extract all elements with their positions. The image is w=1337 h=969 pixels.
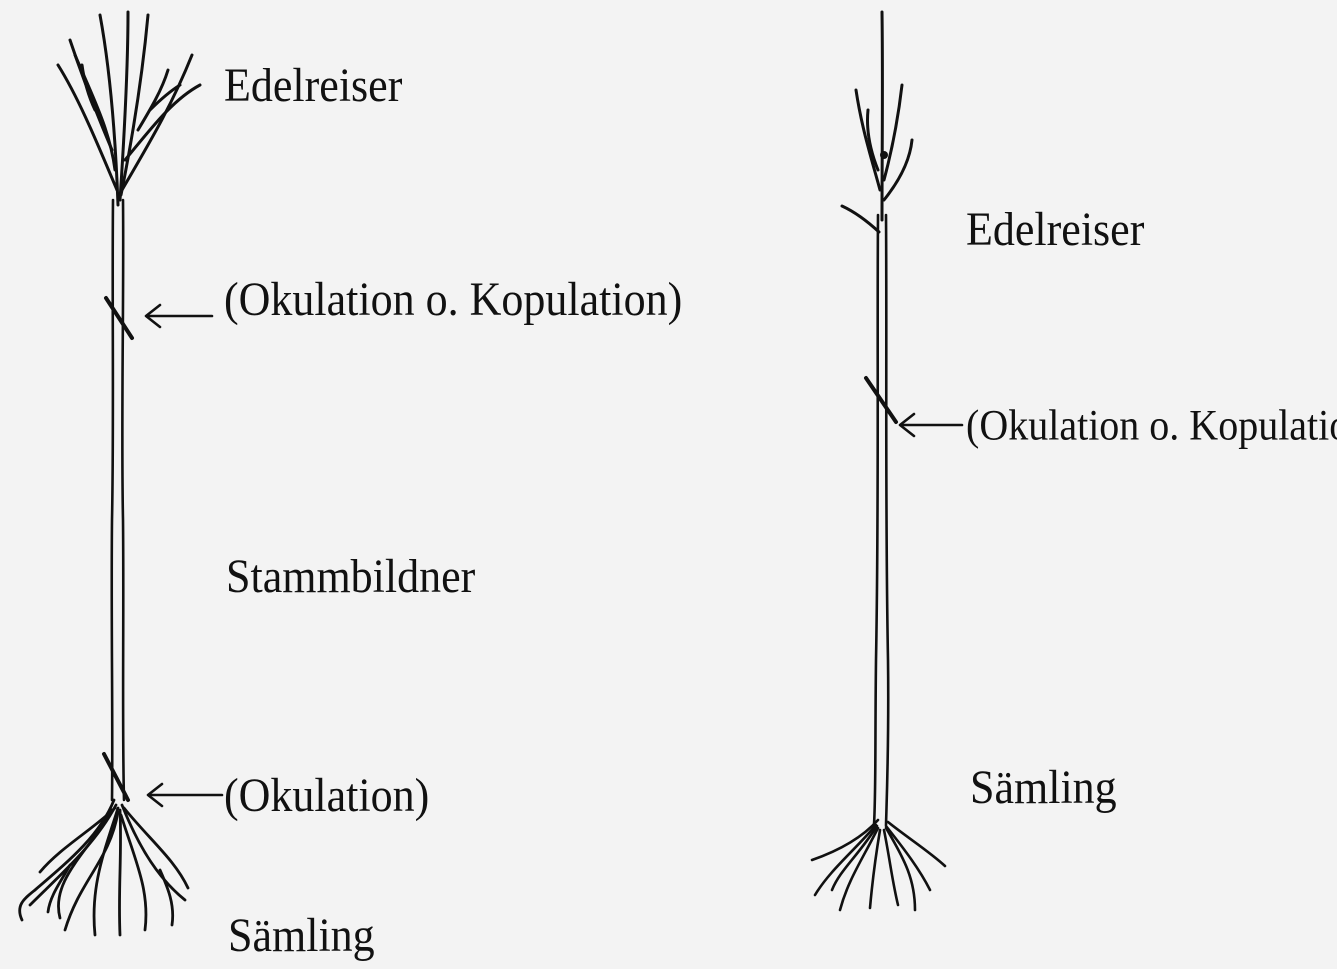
right-label-seedling: Sämling (970, 764, 1117, 812)
left-arrow-top (146, 305, 212, 327)
left-label-seedling: Sämling (228, 912, 375, 960)
right-arrow (900, 414, 962, 436)
right-label-graft: (Okulation o. Kopulation) (966, 404, 1337, 447)
right-crown (842, 12, 912, 232)
left-crown (58, 12, 200, 205)
right-stem-outline-right (886, 215, 888, 825)
right-stem-outline-left (874, 215, 878, 825)
left-graft-top-mark (106, 298, 132, 338)
left-label-graft-bottom: (Okulation) (224, 772, 429, 820)
left-roots (20, 800, 188, 935)
right-tree (812, 12, 962, 910)
right-roots (812, 820, 945, 910)
right-bud (880, 151, 888, 159)
left-stem-outline-left (112, 200, 113, 800)
left-label-scion: Edelreiser (224, 62, 402, 110)
left-label-stem-builder: Stammbildner (226, 553, 475, 601)
left-label-graft-top: (Okulation o. Kopulation) (224, 276, 682, 324)
right-graft-mark (866, 378, 896, 422)
left-stem-outline-right (122, 200, 124, 800)
right-label-scion: Edelreiser (966, 206, 1144, 254)
left-arrow-bottom (148, 784, 222, 806)
left-tree (20, 12, 222, 935)
